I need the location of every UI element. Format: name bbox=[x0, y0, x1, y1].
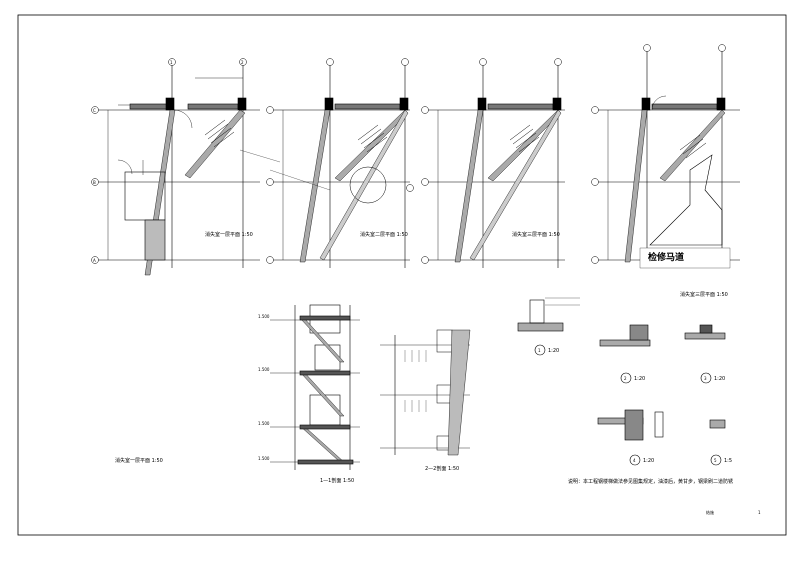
axis-2-label: 2 bbox=[241, 60, 244, 65]
detail-2-scale: 1:20 bbox=[634, 376, 645, 382]
axis-b-label: B bbox=[93, 180, 96, 185]
plan-1-axes bbox=[91, 58, 247, 264]
plan-3-axes bbox=[421, 58, 562, 264]
plan-4 bbox=[595, 50, 740, 269]
bottom-left-caption: 消失室一层平面 1:50 bbox=[115, 457, 163, 464]
detail-3-scale: 1:20 bbox=[714, 376, 725, 382]
page-number: 1 bbox=[758, 510, 761, 515]
titleblock: 结施 1 bbox=[706, 509, 761, 515]
detail-3-num: 3 bbox=[704, 376, 707, 381]
plan-1-caption: 消失室一层平面 1:50 bbox=[205, 231, 253, 238]
general-note: 说明：本工程钢楼梯做法参见图集规定，油漆后，黄甘步，钢梁刷二道防锈 bbox=[568, 478, 733, 485]
level-mark-1: 1.500 bbox=[258, 314, 270, 319]
section-2-caption: 2—2剖面 1:50 bbox=[425, 465, 459, 472]
ramp-label: 检修马道 bbox=[648, 251, 684, 263]
axis-c-label: C bbox=[93, 108, 96, 113]
axis-labels: 1 2 C B A bbox=[93, 60, 244, 263]
axis-a-label: A bbox=[93, 258, 96, 263]
titleblock-text: 结施 bbox=[706, 509, 714, 515]
axis-1-label: 1 bbox=[170, 60, 173, 65]
plan-2-caption: 消失室二层平面 1:50 bbox=[360, 231, 408, 238]
plan-2-axes bbox=[266, 58, 414, 264]
detail-labels: 1 1:20 2 1:20 3 1:20 4 1:20 5 1:5 说明：本工程… bbox=[538, 348, 733, 485]
section-captions: 1—1剖面 1:50 2—2剖面 1:50 1.500 1.500 1.500 … bbox=[258, 314, 459, 484]
section-1-1 bbox=[270, 304, 360, 470]
plan-2 bbox=[269, 65, 410, 268]
plan-3 bbox=[425, 65, 565, 268]
detail-4-scale: 1:20 bbox=[643, 458, 654, 464]
detail-1-num: 1 bbox=[538, 348, 541, 353]
level-mark-2: 1.500 bbox=[258, 367, 270, 372]
section-2-2 bbox=[380, 329, 471, 456]
section-1-caption: 1—1剖面 1:50 bbox=[320, 477, 354, 484]
detail-4-num: 4 bbox=[633, 458, 636, 463]
detail-5-num: 5 bbox=[714, 458, 717, 463]
plan-3-caption: 消失室三层平面 1:50 bbox=[512, 231, 560, 238]
detail-2-num: 2 bbox=[624, 376, 627, 381]
level-mark-4: 1.500 bbox=[258, 456, 270, 461]
details bbox=[517, 297, 726, 466]
plan-1 bbox=[95, 65, 281, 276]
plan-4-axes bbox=[591, 44, 726, 264]
detail-1-scale: 1:20 bbox=[548, 348, 559, 354]
detail-5-scale: 1:5 bbox=[724, 458, 732, 464]
plan-captions: 消失室一层平面 1:50 消失室二层平面 1:50 消失室三层平面 1:50 消… bbox=[115, 231, 728, 464]
level-mark-3: 1.500 bbox=[258, 421, 270, 426]
plan-4-caption: 消失室三层平面 1:50 bbox=[680, 291, 728, 298]
sheet-border bbox=[17, 14, 787, 536]
